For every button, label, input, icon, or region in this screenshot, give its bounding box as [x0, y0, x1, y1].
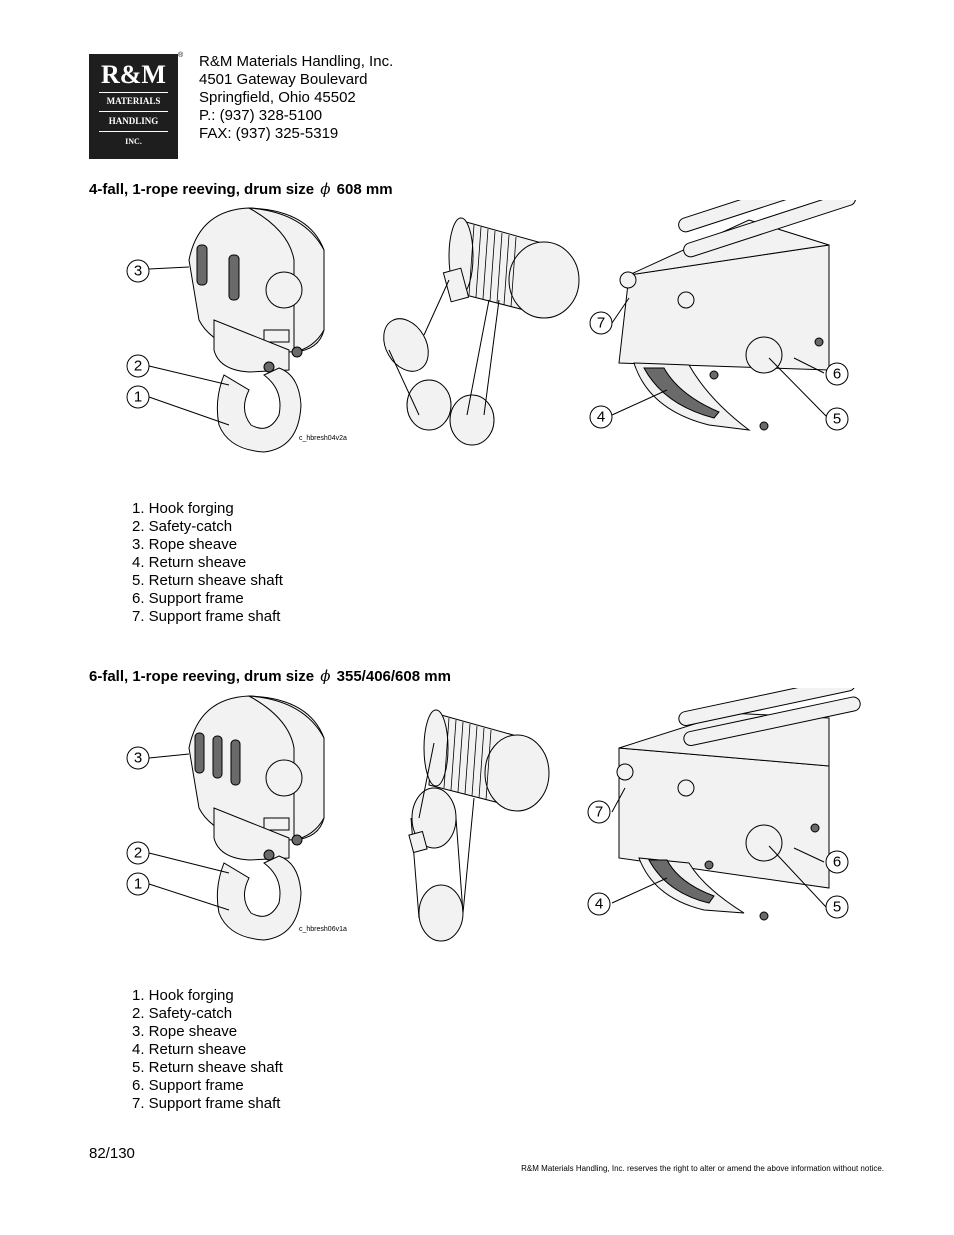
callout-label: 1	[134, 876, 142, 893]
support-frame-illustration	[616, 676, 861, 921]
callout-label: 6	[833, 366, 841, 383]
callout-7: 7	[587, 800, 611, 824]
list-item: 7. Support frame shaft	[132, 1095, 281, 1112]
logo-line1: R&M	[101, 60, 166, 89]
list-item: 5. Return sheave shaft	[132, 572, 283, 589]
callout-5: 5	[825, 407, 849, 431]
list-item: 4. Return sheave	[132, 1041, 247, 1058]
diameter-symbol: ϕ	[320, 667, 331, 685]
callout-label: 4	[595, 896, 603, 913]
callout-6: 6	[825, 850, 849, 874]
support-frame-illustration	[618, 166, 857, 431]
callout-label: 7	[595, 804, 603, 821]
callout-6: 6	[825, 362, 849, 386]
list-item: 3. Rope sheave	[132, 1023, 238, 1040]
reeving-drawing: c_hbresh04v2a	[89, 166, 869, 490]
list-item: 2. Safety-catch	[132, 1005, 233, 1022]
logo-divider	[99, 111, 168, 112]
callout-1: 1	[126, 385, 150, 409]
logo-divider	[99, 92, 168, 93]
callout-5: 5	[825, 895, 849, 919]
list-item: 3. Rope sheave	[132, 536, 238, 553]
registered-mark: ®	[178, 52, 184, 59]
company-logo: R&M MATERIALS HANDLING INC.	[89, 54, 178, 159]
logo-divider	[99, 131, 168, 132]
company-address: R&M Materials Handling, Inc. 4501 Gatewa…	[199, 53, 393, 143]
section-heading: 4-fall, 1-rope reeving, drum size ϕ 608 …	[89, 180, 393, 198]
callout-label: 2	[134, 845, 142, 862]
section-heading: 6-fall, 1-rope reeving, drum size ϕ 355/…	[89, 667, 451, 685]
logo-line3: HANDLING	[108, 116, 159, 126]
list-item: 1. Hook forging	[132, 500, 234, 517]
callout-label: 3	[134, 263, 142, 280]
callout-label: 2	[134, 358, 142, 375]
heading-size: 608 mm	[336, 181, 393, 198]
callout-3: 3	[126, 259, 150, 283]
heading-size: 355/406/608 mm	[336, 668, 451, 685]
callout-2: 2	[126, 841, 150, 865]
callout-label: 6	[833, 854, 841, 871]
callout-4: 4	[589, 405, 613, 429]
callout-4: 4	[587, 892, 611, 916]
callout-7: 7	[589, 311, 613, 335]
company-street: 4501 Gateway Boulevard	[199, 71, 368, 88]
drawing-code: c_hbresh06v1a	[299, 926, 347, 933]
company-city: Springfield, Ohio 45502	[199, 89, 356, 106]
list-item: 2. Safety-catch	[132, 518, 233, 535]
parts-list: 1. Hook forging 2. Safety-catch 3. Rope …	[132, 987, 283, 1113]
list-item: 4. Return sheave	[132, 554, 247, 571]
list-item: 1. Hook forging	[132, 987, 234, 1004]
parts-list: 1. Hook forging 2. Safety-catch 3. Rope …	[132, 500, 283, 626]
callout-label: 1	[134, 389, 142, 406]
hook-block-illustration	[188, 207, 325, 453]
callout-label: 7	[597, 315, 605, 332]
callout-label: 3	[134, 750, 142, 767]
logo-line4: INC.	[125, 137, 142, 146]
callout-label: 5	[833, 411, 841, 428]
company-phone: P.: (937) 328-5100	[199, 107, 323, 124]
rope-reeving-illustration	[383, 217, 580, 446]
diameter-symbol: ϕ	[320, 180, 331, 198]
technical-drawing: c_hbresh04v2a	[126, 166, 857, 453]
list-item: 5. Return sheave shaft	[132, 1059, 283, 1076]
heading-text: 4-fall, 1-rope reeving, drum size	[89, 181, 315, 198]
list-item: 6. Support frame	[132, 590, 244, 607]
page-number: 82/130	[89, 1145, 135, 1162]
hook-block-illustration	[188, 695, 325, 941]
callout-2: 2	[126, 354, 150, 378]
list-item: 6. Support frame	[132, 1077, 244, 1094]
callout-1: 1	[126, 872, 150, 896]
reeving-drawing: c_hbresh06v1a	[89, 676, 869, 978]
drawing-code: c_hbresh04v2a	[299, 435, 347, 442]
company-name: R&M Materials Handling, Inc.	[199, 53, 394, 70]
callout-leaders	[148, 266, 827, 426]
logo-line2: MATERIALS	[106, 96, 161, 106]
list-item: 7. Support frame shaft	[132, 608, 281, 625]
heading-text: 6-fall, 1-rope reeving, drum size	[89, 668, 315, 685]
callout-3: 3	[126, 746, 150, 770]
callout-label: 4	[597, 409, 605, 426]
technical-drawing: c_hbresh06v1a	[126, 676, 861, 942]
callout-label: 5	[833, 899, 841, 916]
company-fax: FAX: (937) 325-5319	[199, 125, 339, 142]
footer-notice: R&M Materials Handling, Inc. reserves th…	[521, 1164, 884, 1173]
callout-leaders	[148, 753, 827, 911]
rope-reeving-illustration	[408, 709, 550, 942]
